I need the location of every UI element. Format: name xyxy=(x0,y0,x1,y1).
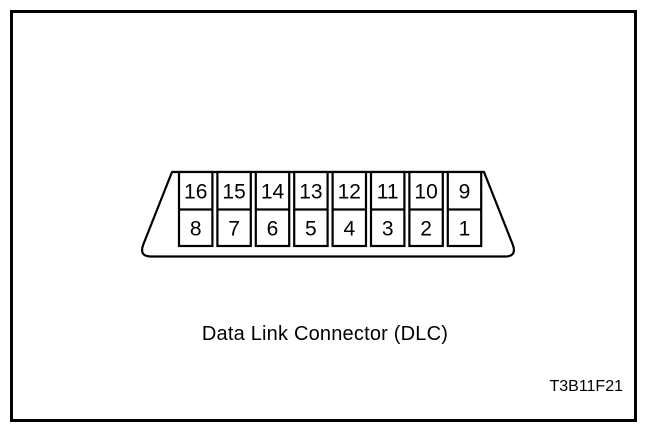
pin-4-label: 4 xyxy=(343,218,355,241)
pin-13-label: 13 xyxy=(299,181,322,204)
pin-14-label: 14 xyxy=(261,181,285,204)
pin-12-label: 12 xyxy=(338,181,361,204)
pin-10-label: 10 xyxy=(414,181,437,204)
pin-8-label: 8 xyxy=(190,218,202,241)
pin-6-label: 6 xyxy=(267,218,279,241)
pin-11-label: 11 xyxy=(377,181,399,204)
pin-9-label: 9 xyxy=(459,181,471,204)
pin-2-label: 2 xyxy=(420,218,432,241)
pin-1-label: 1 xyxy=(459,218,471,241)
pin-16-label: 16 xyxy=(184,181,207,204)
pin-15-label: 15 xyxy=(222,181,245,204)
figure-caption: Data Link Connector (DLC) xyxy=(201,323,449,345)
pin-3-label: 3 xyxy=(382,218,394,241)
connector-outline xyxy=(140,170,516,258)
figure-code: T3B11F21 xyxy=(549,378,623,395)
pin-grid: 16 8 15 7 14 6 13 5 12 4 11 3 10 2 9 1 xyxy=(177,170,483,248)
pin-7-label: 7 xyxy=(228,218,240,241)
pin-5-label: 5 xyxy=(305,218,317,241)
